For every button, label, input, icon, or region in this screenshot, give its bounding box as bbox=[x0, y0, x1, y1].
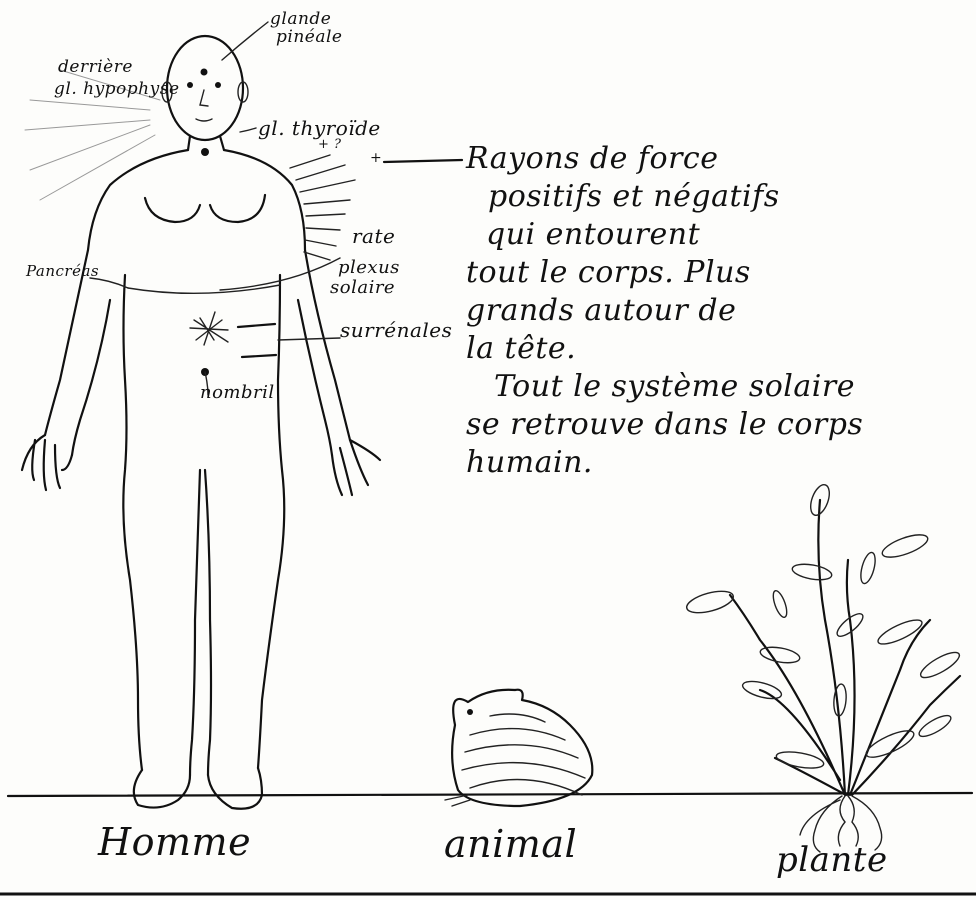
human-pectorals bbox=[145, 195, 265, 222]
note-line-2: positifs et négatifs bbox=[466, 178, 863, 216]
note-block: Rayons de force positifs et négatifs qui… bbox=[466, 140, 863, 482]
ground-line bbox=[8, 793, 972, 796]
animal-stripes bbox=[462, 714, 585, 795]
label-derriere-hypophyse: derrière gl. hypophyse bbox=[54, 56, 180, 100]
label-glande-pineale: glande pinéale bbox=[270, 10, 342, 46]
human-eye-right bbox=[215, 82, 221, 88]
label-derriere-line1: derrière bbox=[54, 56, 180, 78]
label-nombril: nombril bbox=[200, 382, 275, 403]
human-hand-right bbox=[332, 440, 380, 495]
human-foot-left bbox=[134, 770, 190, 808]
thyroid-dot bbox=[201, 148, 209, 156]
label-surrenales: surrénales bbox=[340, 318, 452, 342]
label-pineale-line2: pinéale bbox=[270, 28, 342, 46]
label-plexus-line1: plexus bbox=[330, 258, 400, 278]
human-body-outline bbox=[45, 150, 350, 775]
note-line-7: Tout le système solaire bbox=[466, 368, 863, 406]
note-line-6: la tête. bbox=[466, 330, 863, 368]
human-mouth bbox=[196, 119, 212, 121]
label-hypophyse-line2: gl. hypophyse bbox=[54, 78, 180, 100]
human-hand-left bbox=[22, 435, 72, 490]
label-charge-plus: + bbox=[370, 150, 382, 166]
note-line-1: Rayons de force bbox=[466, 140, 863, 178]
caption-plante: plante bbox=[776, 840, 888, 880]
human-arm-inner-right bbox=[298, 300, 332, 455]
note-line-5: grands autour de bbox=[466, 292, 863, 330]
note-line-3: qui entourent bbox=[466, 216, 863, 254]
label-glande-line1: glande bbox=[270, 10, 342, 28]
plant-figure bbox=[684, 482, 962, 852]
human-eye-left bbox=[187, 82, 193, 88]
adrenal-mark-2 bbox=[242, 355, 276, 357]
label-plexus-solaire: plexus solaire bbox=[330, 258, 400, 298]
label-pancreas: Pancréas bbox=[26, 262, 99, 280]
human-arm-inner-left bbox=[72, 300, 110, 455]
human-nose bbox=[200, 90, 208, 106]
animal-eye bbox=[467, 709, 473, 715]
note-line-4: tout le corps. Plus bbox=[466, 254, 863, 292]
label-rate: rate bbox=[352, 224, 395, 248]
caption-animal: animal bbox=[444, 822, 577, 866]
label-solaire-line2: solaire bbox=[330, 278, 400, 298]
caption-homme: Homme bbox=[98, 820, 251, 864]
plant-leaves bbox=[684, 482, 962, 771]
animal-body bbox=[452, 690, 592, 806]
note-line-9: humain. bbox=[466, 444, 863, 482]
adrenal-mark-1 bbox=[238, 324, 275, 327]
pineal-dot bbox=[201, 69, 208, 76]
animal-figure bbox=[445, 690, 592, 806]
solar-plexus-burst bbox=[190, 312, 228, 345]
human-foot-right bbox=[208, 768, 262, 809]
note-line-8: se retrouve dans le corps bbox=[466, 406, 863, 444]
label-charge-plus-question: + ? bbox=[318, 137, 342, 152]
